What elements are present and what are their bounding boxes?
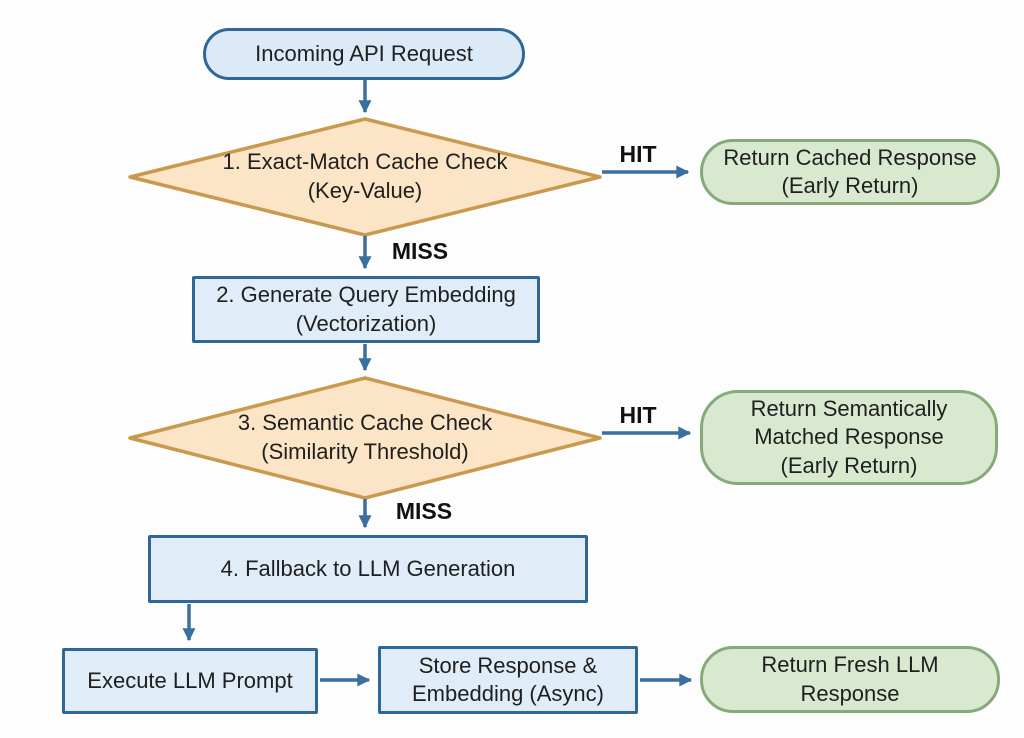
edge-label-hit-1: HIT	[619, 141, 657, 167]
node-return-fresh-llm-response: Return Fresh LLM Response	[700, 646, 1000, 713]
node-return-semantic-response: Return Semantically Matched Response (Ea…	[700, 390, 998, 485]
node-generate-query-embedding: 2. Generate Query Embedding (Vectorizati…	[192, 276, 540, 343]
node-incoming-api-request: Incoming API Request	[203, 28, 525, 80]
node-decision-semantic-cache-label: 3. Semantic Cache Check (Similarity Thre…	[237, 410, 493, 464]
edge-label-miss-1: MISS	[391, 238, 449, 264]
node-store-response-embedding: Store Response & Embedding (Async)	[378, 646, 638, 714]
node-fallback-llm-generation: 4. Fallback to LLM Generation	[148, 535, 588, 603]
decision-1-shape	[128, 117, 602, 237]
node-decision-exact-match-label: 1. Exact-Match Cache Check (Key-Value)	[222, 149, 508, 203]
node-execute-llm-prompt: Execute LLM Prompt	[62, 648, 318, 714]
decision-3-shape	[128, 376, 602, 500]
edge-label-miss-2: MISS	[395, 498, 453, 524]
edge-label-hit-2: HIT	[619, 402, 657, 428]
node-return-cached-response: Return Cached Response (Early Return)	[700, 139, 1000, 205]
